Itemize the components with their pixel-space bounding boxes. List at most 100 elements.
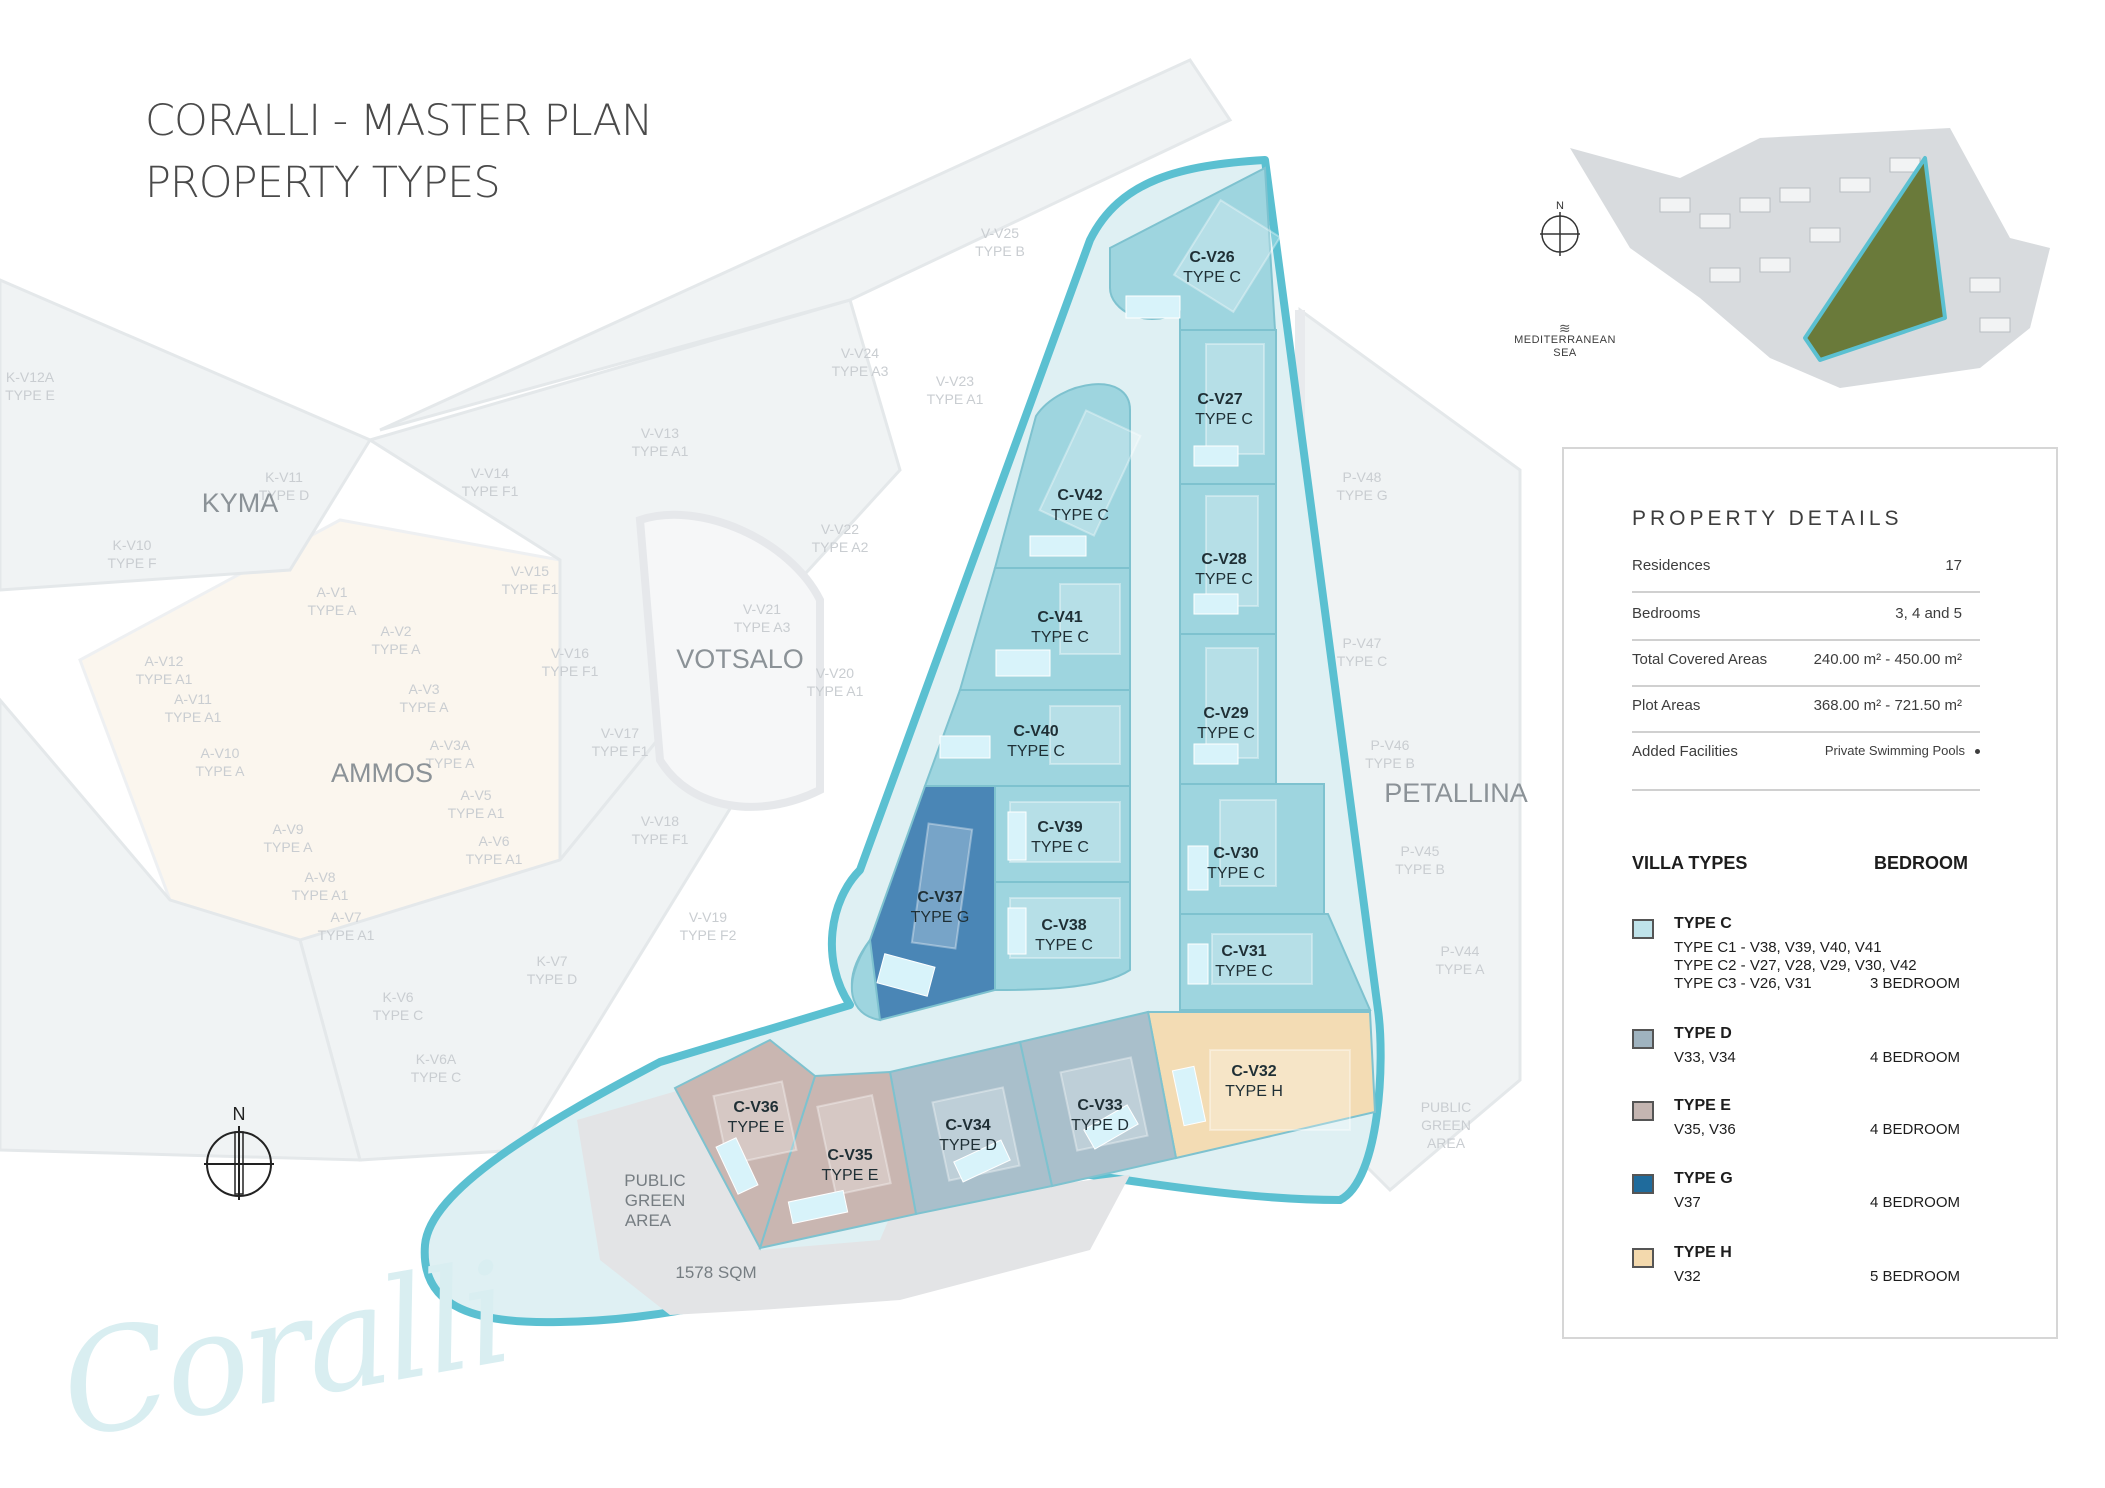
detail-label: Bedrooms [1632,605,1701,622]
plot-code: C-V30 [1213,845,1258,862]
bedroom-heading: BEDROOM [1874,853,1968,873]
detail-value: 17 [1945,557,1962,574]
plot-code: C-V35 [827,1147,872,1164]
villa-type-e: TYPE E V35, V36 4 BEDROOM [1632,1097,1972,1147]
plot-code: C-V33 [1077,1097,1122,1114]
villa-type-bedrooms: 4 BEDROOM [1870,1121,1961,1138]
bg-plot-type: TYPE D [527,971,578,987]
detail-row-plot-areas: Plot Areas 368.00 m² - 721.50 m² [1632,685,1980,733]
bg-plot-type: TYPE A1 [927,391,984,407]
bg-plot-code: K-V7 [536,953,567,969]
villa-type-g: TYPE G V37 4 BEDROOM [1632,1170,1972,1220]
property-details-panel: PROPERTY DETAILS Residences 17 Bedrooms … [1562,447,2058,1339]
property-details-heading: PROPERTY DETAILS [1632,507,1903,530]
plot-code: C-V37 [917,889,962,906]
pool [1083,1104,1139,1150]
bg-plot-code: K-V6 [382,989,413,1005]
bg-plot-type: TYPE A [371,641,421,657]
bg-plot-code: A-V3A [430,737,471,753]
area-label-kyma: KYMA [202,488,279,518]
plot-labels: C-V26 TYPE C C-V27 TYPE C C-V28 TYPE C C… [728,249,1283,1184]
sea-label: ≋ MEDITERRANEAN SEA [1505,321,1625,360]
bg-plot-code: P-V48 [1343,469,1382,485]
swimming-pools [715,295,1239,1225]
villa-type-bedrooms: 3 BEDROOM [1870,975,1961,992]
area-label-petallina: PETALLINA [1384,778,1528,808]
bg-plot-code: A-V10 [201,745,240,761]
detail-label: Residences [1632,557,1711,574]
location-key-map [1510,118,2050,403]
pool [1187,845,1209,891]
plot-type: TYPE C [1197,725,1255,742]
bg-plot-type: TYPE F1 [462,483,519,499]
plot-c-v38[interactable] [994,881,1131,992]
bg-plot-type: TYPE F1 [502,581,559,597]
bg-plot-code: V-V15 [511,563,549,579]
page-title: CORALLI - MASTER PLAN PROPERTY TYPES [145,90,653,214]
villa-type-name: TYPE E [1674,1097,1731,1114]
pool [787,1189,849,1225]
villa-type-list-item: V37 [1674,1194,1701,1211]
plot-c-v36[interactable] [673,1038,817,1251]
bg-plot-code: P-V47 [1343,635,1382,651]
votsalo-road [635,510,824,811]
bg-plot-code: V-V25 [981,225,1019,241]
villa-type-list-item: V35, V36 [1674,1121,1736,1138]
bg-plot-code: A-V5 [460,787,491,803]
bg-plot-code: K-V11 [265,469,303,485]
public-green-right-line-2: GREEN [1421,1117,1471,1133]
villa-type-c: TYPE C TYPE C1 - V38, V39, V40, V41 TYPE… [1632,915,1972,992]
plot-code: C-V38 [1041,917,1086,934]
bg-plot-code: A-V1 [316,584,347,600]
bg-plot-type: TYPE A3 [832,363,889,379]
type-d-swatch [1632,1029,1654,1049]
plot-type: TYPE C [1035,937,1093,954]
bg-plot-type: TYPE B [1365,755,1415,771]
bg-plot-type: TYPE A [1435,961,1485,977]
detail-value: 3, 4 and 5 [1895,605,1962,622]
bg-plot-code: K-V10 [113,537,152,553]
plot-c-v42[interactable] [993,383,1131,569]
bg-plot-code: V-V24 [841,345,879,361]
plot-c-v37-corner [851,937,882,1022]
bg-plot-code: A-V7 [330,909,361,925]
pool [953,1139,1011,1183]
sea-label-line-2: SEA [1553,347,1577,359]
plot-type: TYPE C [1031,629,1089,646]
bg-plot-code: V-V19 [689,909,727,925]
bg-plot-type: TYPE A [307,602,357,618]
north-region [379,58,1233,432]
bg-plot-type: TYPE A1 [318,927,375,943]
plot-code: C-V42 [1057,487,1102,504]
west-lower-region [0,697,362,1162]
key-map-site [1803,156,1947,362]
bg-plot-type: TYPE A3 [734,619,791,635]
plot-c-v31[interactable] [1179,913,1372,1011]
bg-plot-code: K-V6A [416,1051,457,1067]
public-green-left-line-3: AREA [625,1211,672,1230]
bg-plot-code: V-V17 [601,725,639,741]
north-arrow: N [202,1102,276,1207]
villa-type-bedrooms: 4 BEDROOM [1870,1049,1961,1066]
public-green-left-line-2: GREEN [625,1191,685,1210]
villa-type-list-item: V32 [1674,1268,1701,1285]
type-g-swatch [1632,1174,1654,1194]
villa-type-h: TYPE H V32 5 BEDROOM [1632,1244,1972,1294]
plot-type: TYPE C [1031,839,1089,856]
bg-plot-type: TYPE B [975,243,1025,259]
bg-plot-type: TYPE A [425,755,475,771]
plot-code: C-V29 [1203,705,1248,722]
villa-type-name: TYPE C [1674,915,1732,932]
plot-code: C-V41 [1037,609,1082,626]
bg-plot-type: TYPE A [263,839,313,855]
bullet-icon [1975,749,1980,755]
sea-label-line-1: MEDITERRANEAN [1514,334,1616,346]
bg-plot-type: TYPE A2 [812,539,869,555]
plot-type: TYPE C [1051,507,1109,524]
bg-plot-type: TYPE A [399,699,449,715]
pool [1193,445,1239,467]
bg-plot-type: TYPE F1 [632,831,689,847]
background-neighbourhood [0,58,1522,1193]
public-green-area [577,1090,1130,1315]
kyma-region [0,278,373,592]
